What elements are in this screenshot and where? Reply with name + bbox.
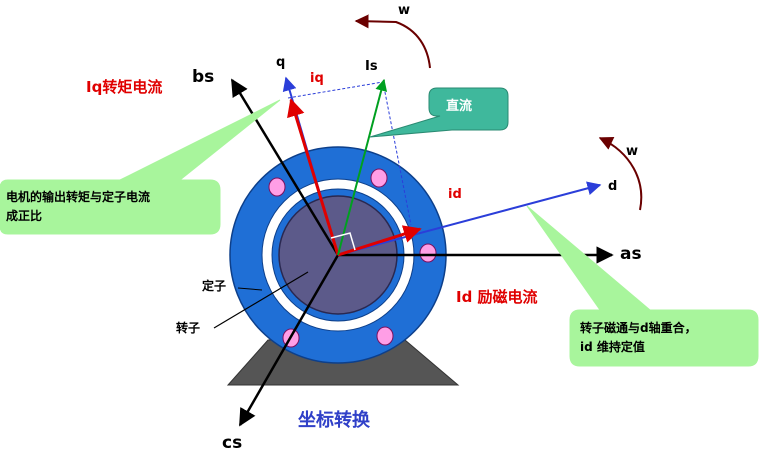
- is-projection-d: [382, 81, 412, 226]
- rotation-arrow-top: [354, 14, 431, 69]
- callout-flux: [526, 205, 759, 367]
- rotor-pointer: [213, 271, 309, 329]
- d-axis: [337, 181, 602, 256]
- iq-torque-heading: Iq转矩电流: [86, 78, 162, 96]
- cs-axis-label: cs: [222, 433, 242, 453]
- id-label: id: [448, 187, 462, 202]
- iq-vector: [287, 98, 340, 256]
- w-label-right: w: [626, 144, 638, 159]
- bs-axis: [230, 78, 340, 256]
- diagram-title: 坐标转换: [298, 409, 371, 431]
- id-excitation-heading: Id 励磁电流: [456, 288, 538, 306]
- stator-pointer: [237, 287, 263, 291]
- callout-dc: [369, 87, 509, 138]
- callout-torque-line1: 电机的输出转矩与定子电流: [6, 189, 150, 204]
- callout-torque-line2: 成正比: [6, 208, 42, 223]
- stator-hole: [370, 168, 388, 188]
- rotation-arrow-right: [598, 136, 643, 211]
- callout-torque: [0, 99, 281, 235]
- is-label: Is: [365, 59, 378, 74]
- iq-label: iq: [310, 71, 324, 86]
- q-axis-label: q: [276, 55, 285, 70]
- w-label-top: w: [398, 3, 410, 18]
- is-projection-q: [287, 81, 384, 99]
- stator-hole: [376, 326, 394, 346]
- stator-hole: [268, 177, 286, 197]
- callout-dc-text: 直流: [446, 98, 472, 114]
- callout-flux-line2: id 维持定值: [580, 339, 645, 354]
- stator-label: 定子: [202, 278, 226, 293]
- cs-axis: [238, 254, 340, 427]
- stator-hole: [419, 243, 437, 263]
- stator-holes: [268, 168, 437, 348]
- d-axis-label: d: [608, 179, 617, 194]
- bs-axis-label: bs: [192, 67, 214, 87]
- as-axis-label: as: [620, 244, 642, 264]
- callout-flux-line1: 转子磁通与d轴重合，: [580, 320, 697, 335]
- id-vector: [337, 225, 422, 257]
- right-angle-marker: [330, 232, 356, 251]
- is-vector: [337, 78, 388, 256]
- rotor-label: 转子: [176, 320, 200, 335]
